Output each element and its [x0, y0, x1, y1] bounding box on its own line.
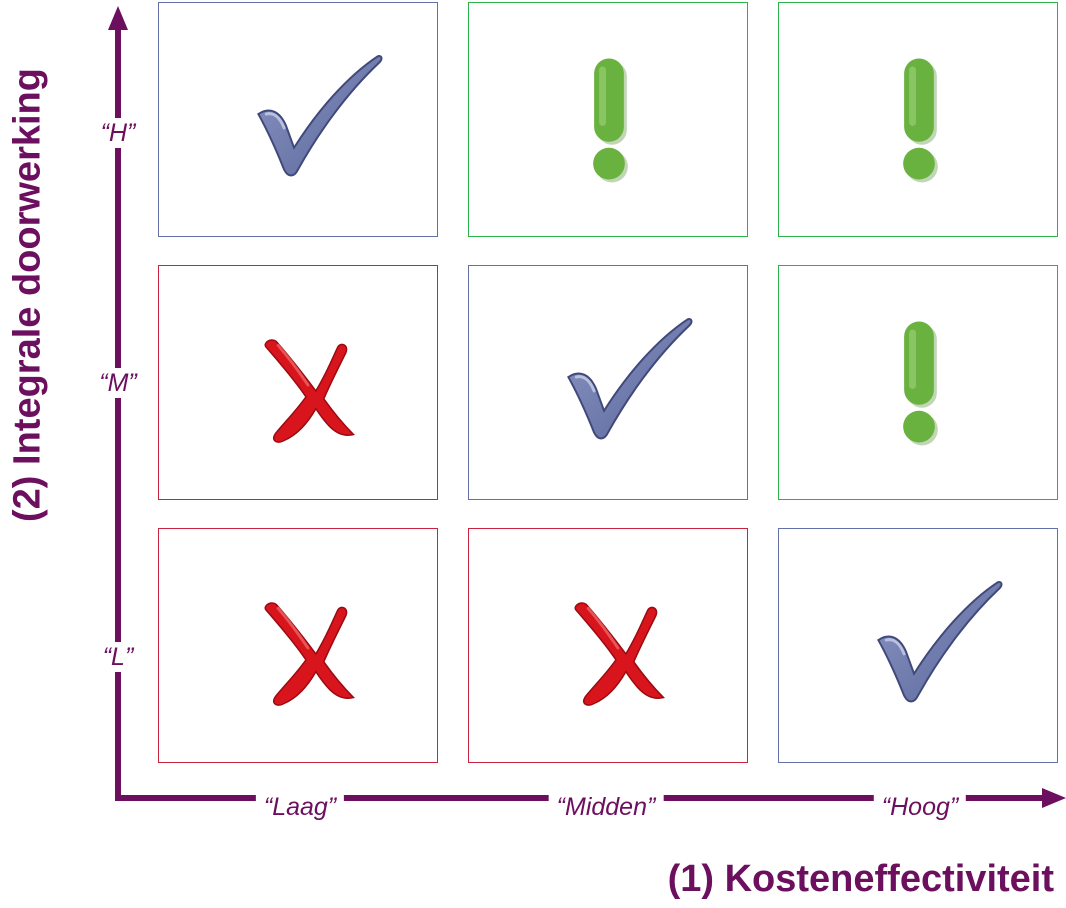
y-tick-high: “H”: [88, 118, 148, 148]
x-axis-title: (1) Kosteneffectiviteit: [667, 858, 1054, 900]
cell-medium-integrale-medium-kosten: [468, 265, 748, 500]
cell-medium-integrale-high-kosten: [778, 265, 1058, 500]
check-icon: [257, 55, 383, 177]
x-axis-arrowhead: [1042, 788, 1066, 808]
x-tick-medium: “Midden”: [548, 792, 664, 822]
check-icon: [567, 318, 693, 440]
y-tick-medium: “M”: [88, 368, 148, 398]
y-axis-title: (2) Integrale doorwerking: [6, 68, 49, 522]
y-axis-title-wrap: (2) Integrale doorwerking: [0, 0, 56, 600]
cell-medium-integrale-low-kosten: [158, 265, 438, 500]
cell-high-integrale-low-kosten: [158, 2, 438, 237]
cell-high-integrale-medium-kosten: [468, 2, 748, 237]
x-tick-low: “Laag”: [255, 792, 345, 822]
exclamation-icon: [903, 321, 938, 446]
check-icon: [877, 581, 1003, 703]
cell-low-integrale-low-kosten: [158, 528, 438, 763]
cross-icon: [264, 339, 355, 443]
cross-icon: [264, 602, 355, 706]
cross-icon: [574, 602, 665, 706]
y-tick-low: “L”: [88, 642, 148, 672]
cell-low-integrale-high-kosten: [778, 528, 1058, 763]
x-tick-high: “Hoog”: [873, 792, 967, 822]
y-axis-arrowhead: [108, 6, 128, 30]
exclamation-icon: [903, 58, 938, 183]
cell-low-integrale-medium-kosten: [468, 528, 748, 763]
cell-high-integrale-high-kosten: [778, 2, 1058, 237]
exclamation-icon: [593, 58, 628, 183]
